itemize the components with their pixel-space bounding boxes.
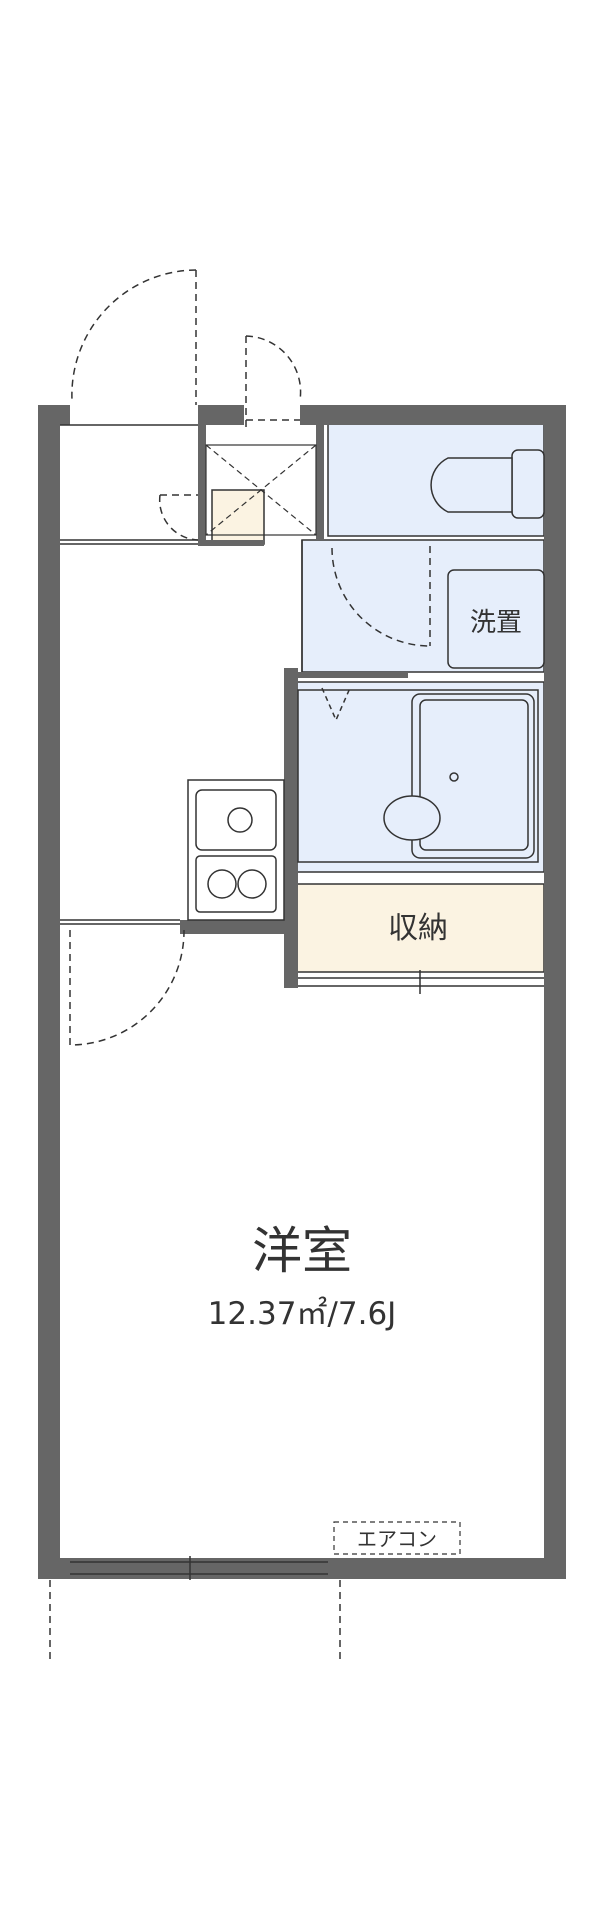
inner-walls [180,405,408,988]
kitchen-counter [187,779,285,921]
washer-space [447,569,545,669]
washer-label: 洗置 [470,608,522,638]
western-room-area: 12.37㎡/7.6J [208,1296,397,1332]
storage-area [291,883,545,973]
shoe-cabinet [205,444,317,536]
aircon-label: エアコン [357,1527,437,1551]
entrance-step [211,489,265,545]
interior-lines [60,424,544,1580]
western-room-label: 洋室 [252,1222,352,1280]
aircon-box [333,1521,461,1555]
washroom-door [331,546,431,647]
bathtub [297,687,539,863]
balcony-lines [49,1580,341,1660]
entrance-doors [71,269,302,541]
storage-label: 収納 [388,911,448,946]
toilet-fixture [430,449,545,519]
room-door [69,929,185,1046]
